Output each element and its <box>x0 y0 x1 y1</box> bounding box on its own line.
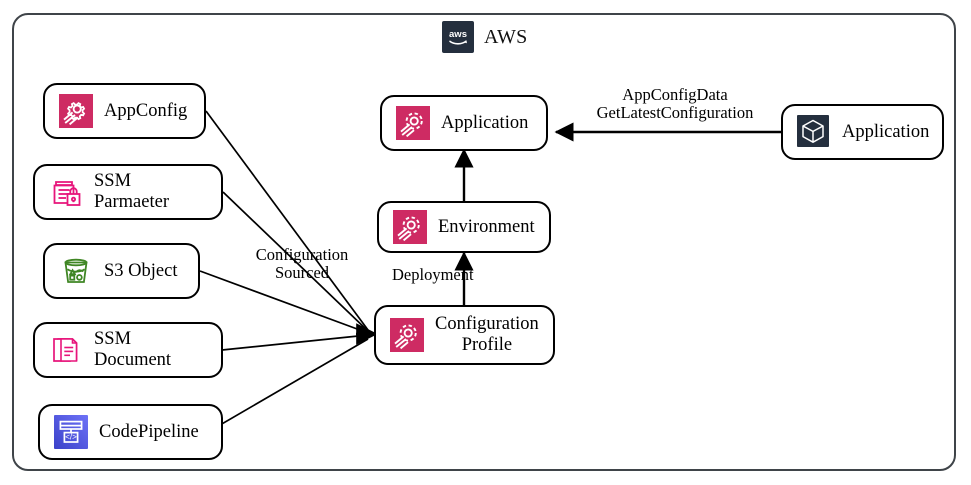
aws-logo-icon: aws <box>442 21 474 53</box>
ssm-document-icon <box>49 333 83 367</box>
node-appconfig[interactable]: AppConfig <box>43 83 206 139</box>
node-codepipeline[interactable]: </> CodePipeline <box>38 404 223 460</box>
node-label: SSM Parmaeter <box>94 171 169 212</box>
s3-bucket-icon <box>59 254 93 288</box>
codepipeline-icon: </> <box>54 415 88 449</box>
node-label: S3 Object <box>104 260 178 281</box>
ssm-parameter-lock-icon <box>49 175 83 209</box>
node-ssm-document[interactable]: SSM Document <box>33 322 223 378</box>
node-s3-object[interactable]: S3 Object <box>43 243 200 299</box>
appconfig-gear-icon <box>393 210 427 244</box>
edge-label-configuration-sourced: Configuration Sourced <box>255 245 349 283</box>
node-label: Configuration Profile <box>435 313 539 355</box>
generic-application-cube-icon <box>797 115 831 149</box>
node-application-center[interactable]: Application <box>380 95 548 151</box>
appconfig-gear-icon <box>396 106 430 140</box>
node-label: Application <box>842 121 930 142</box>
node-label: AppConfig <box>104 100 188 121</box>
appconfig-gear-icon <box>390 318 424 352</box>
svg-text:aws: aws <box>449 29 467 40</box>
edge-label-appconfigdata: AppConfigData GetLatestConfiguration <box>596 85 754 123</box>
node-configuration-profile[interactable]: Configuration Profile <box>374 305 555 365</box>
aws-header: aws AWS <box>442 21 527 53</box>
node-ssm-parameter[interactable]: SSM Parmaeter <box>33 164 223 220</box>
aws-cloud-boundary <box>12 13 956 471</box>
edge-label-deployment: Deployment <box>392 265 474 284</box>
node-label: SSM Document <box>94 329 172 370</box>
appconfig-gear-icon <box>59 94 93 128</box>
node-label: CodePipeline <box>99 421 199 442</box>
node-label: Application <box>441 112 529 133</box>
svg-text:</>: </> <box>65 433 77 442</box>
node-application-external[interactable]: Application <box>781 104 944 160</box>
node-label: Environment <box>438 216 535 237</box>
aws-title: AWS <box>484 25 528 48</box>
node-environment[interactable]: Environment <box>377 201 551 253</box>
